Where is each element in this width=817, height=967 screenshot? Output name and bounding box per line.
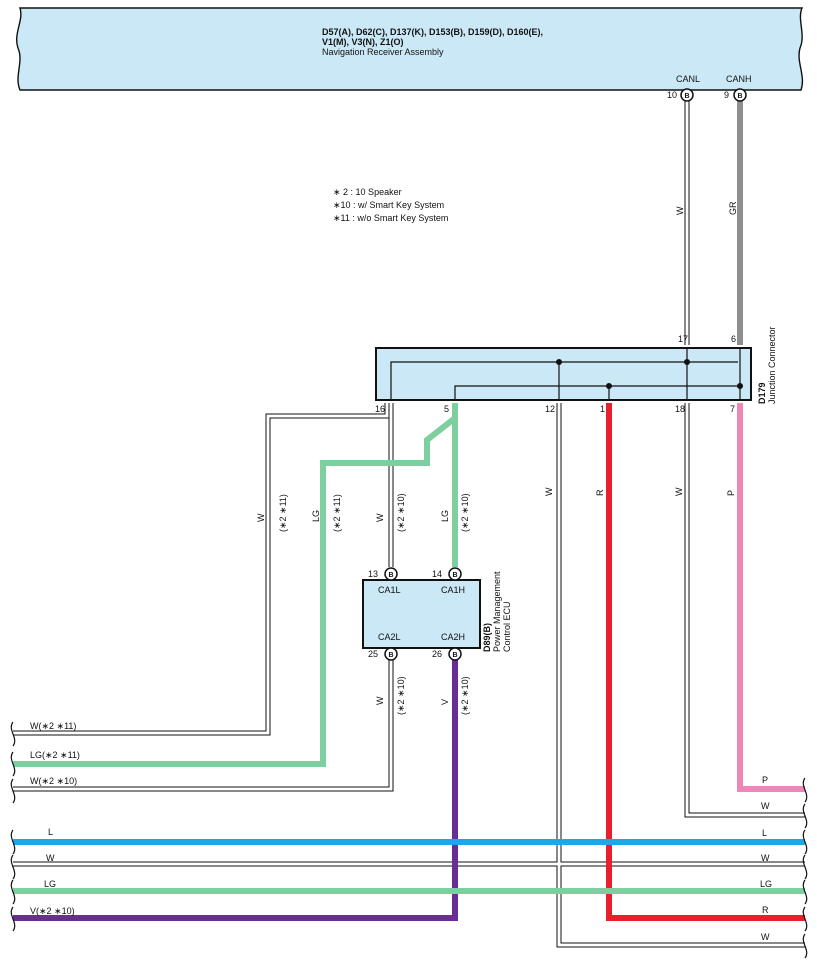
junction-pin-17: 17 [678,334,688,344]
ecu-pin-13-connector: B [388,572,393,579]
nav-pin-10-connector: B [684,93,689,100]
wire-label-w-18: W [674,487,684,496]
wire-label-w-16-note: (∗2 ∗11) [278,494,288,532]
ecu-pin-14-connector: B [452,572,457,579]
wire-label-lg-14: LG [440,510,450,522]
navigation-receiver-box [16,7,804,91]
ecu-pin-14: 14 [432,569,442,579]
ecu-pin-26-connector: B [452,652,457,659]
left-label-v-10: V(∗2 ∗10) [30,906,75,916]
wire-label-w-12: W [544,487,554,496]
note-2-speaker: ∗ 2 : 10 Speaker [333,187,402,197]
right-label-w3: W [761,932,770,942]
nav-assembly-name: Navigation Receiver Assembly [322,47,444,57]
junction-pin-1: 1 [600,404,605,414]
junction-name: Junction Connector [767,326,777,404]
nav-connectors-line2: V1(M), V3(N), Z1(O) [322,37,404,47]
left-label-l: L [48,827,53,837]
nav-pin-9-connector: B [737,93,742,100]
wire-lg-5-branch [13,415,457,767]
wire-label-lg-5-note: (∗2 ∗11) [332,494,342,532]
wire-v-26 [13,659,458,921]
left-label-lg-11: LG(∗2 ∗11) [30,750,80,760]
right-label-w2: W [761,853,770,863]
nav-pin-canh-label: CANH [726,74,752,84]
nav-pin-9: 9 [724,90,729,100]
ecu-pin-25: 25 [368,649,378,659]
junction-splice-dots [556,359,743,389]
note-11-no-smart-key: ∗11 : w/o Smart Key System [333,213,448,223]
nav-pin-canl-label: CANL [676,74,700,84]
ecu-terminal-ca2h: CA2H [441,632,465,642]
ecu-pin-25-connector: B [388,652,393,659]
nav-connectors-line1: D57(A), D62(C), D137(K), D153(B), D159(D… [322,27,543,37]
nav-pin-markers [680,88,747,102]
right-break-marks [802,777,808,959]
note-10-smart-key: ∗10 : w/ Smart Key System [333,200,444,210]
ecu-name-line1: Power Management [492,571,502,652]
left-label-w-11: W(∗2 ∗11) [30,721,76,731]
nav-pin-10: 10 [667,90,677,100]
ecu-id: D89(B) [482,623,492,652]
ecu-terminal-ca1h: CA1H [441,585,465,595]
junction-pin-16: 16 [375,404,385,414]
left-label-w: W [46,853,55,863]
left-break-marks [10,721,16,932]
ecu-pin-markers [384,567,462,661]
right-label-l: L [762,828,767,838]
wire-p-7 [737,403,805,792]
left-label-w-10: W(∗2 ∗10) [30,776,77,786]
ecu-name-line2: Control ECU [502,601,512,652]
wire-label-lg-14-note: (∗2 ∗10) [460,493,470,532]
wire-label-gr-canh: GR [728,201,738,215]
wire-r-1 [606,403,805,921]
ecu-box [362,579,481,649]
ecu-terminal-ca1l: CA1L [378,585,401,595]
wire-label-v-26-note: (∗2 ∗10) [460,676,470,715]
ecu-pin-13: 13 [368,569,378,579]
right-label-w1: W [761,801,770,811]
thin-wires-fill [13,100,805,947]
wire-label-w-25-note: (∗2 ∗10) [396,676,406,715]
wire-label-p-7: P [726,490,736,496]
wire-label-r-1: R [595,489,605,496]
junction-connector-box [375,347,752,401]
wire-label-w-13-note: (∗2 ∗10) [396,493,406,532]
junction-pin-5: 5 [444,404,449,414]
ecu-pin-26: 26 [432,649,442,659]
junction-pin-18: 18 [675,404,685,414]
junction-pin-6: 6 [731,334,736,344]
right-label-lg: LG [760,879,772,889]
wire-label-w-13: W [375,513,385,522]
junction-id: D179 [757,382,767,404]
right-label-p: P [762,775,768,785]
wire-label-lg-5: LG [311,510,321,522]
left-label-lg: LG [44,879,56,889]
junction-pin-12: 12 [545,404,555,414]
ecu-terminal-ca2l: CA2L [378,632,401,642]
wire-label-w-25: W [375,696,385,705]
wire-label-w-16: W [256,513,266,522]
right-label-r: R [762,905,769,915]
wire-label-v-26: V [440,699,450,705]
wire-label-w-canl: W [675,206,685,215]
junction-pin-7: 7 [730,404,735,414]
